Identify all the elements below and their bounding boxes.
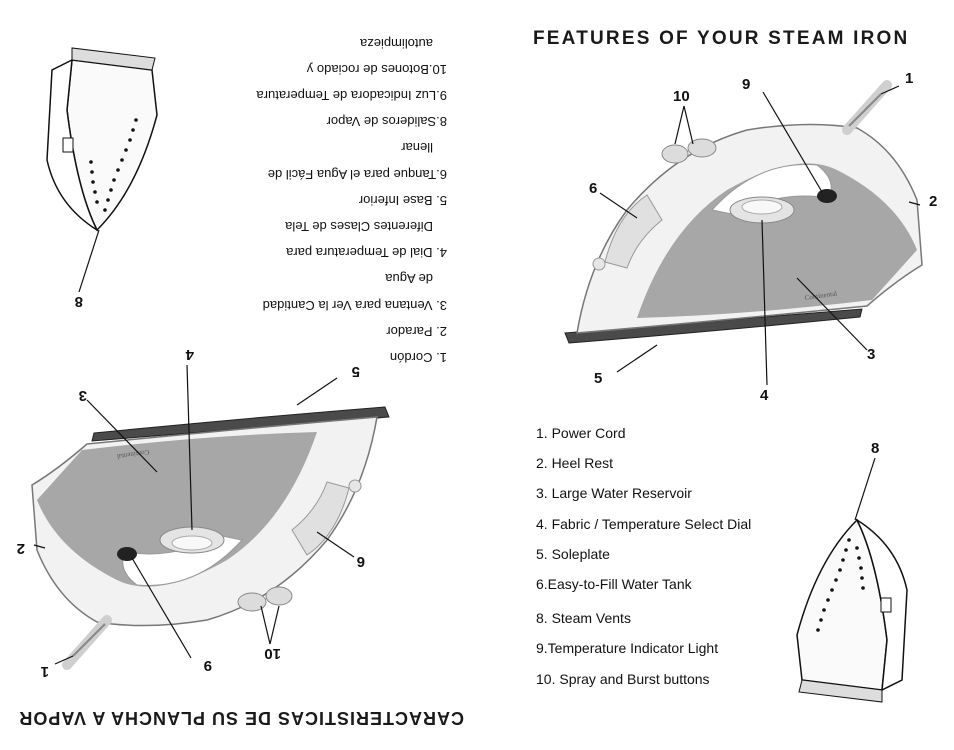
callout-9-es: 9 bbox=[203, 657, 212, 674]
feature-item-es: 4. Dial de Temperatura para bbox=[286, 245, 447, 261]
feature-item: 10. Spray and Burst buttons bbox=[536, 670, 710, 687]
callout-8-es: 8 bbox=[74, 293, 83, 310]
feature-item-es: 10.Botones de rociado y bbox=[306, 61, 447, 77]
feature-item-es: 2. Parador bbox=[386, 323, 447, 339]
feature-item-es: llenar bbox=[401, 140, 433, 156]
callout-1-es: 1 bbox=[40, 663, 49, 680]
feature-item: 8. Steam Vents bbox=[536, 610, 631, 627]
steam-iron-illustration: Continental bbox=[564, 80, 923, 703]
feature-item: 3. Large Water Reservoir bbox=[536, 485, 692, 502]
callout-4: 4 bbox=[760, 387, 769, 404]
callout-6: 6 bbox=[589, 180, 598, 197]
callout-2-es: 2 bbox=[16, 540, 25, 557]
feature-item: 4. Fabric / Temperature Select Dial bbox=[536, 515, 752, 532]
callout-6-es: 6 bbox=[356, 553, 365, 570]
callout-5: 5 bbox=[594, 370, 603, 387]
feature-item-es: de Agua bbox=[385, 271, 433, 287]
feature-item-es: 9.Luz Indicadora de Temperatura bbox=[256, 87, 447, 103]
callout-2: 2 bbox=[929, 193, 938, 210]
steam-iron-illustration-es: Continental bbox=[31, 47, 390, 670]
callout-10-es: 10 bbox=[264, 645, 281, 662]
callout-8: 8 bbox=[871, 440, 880, 457]
callout-9: 9 bbox=[742, 76, 751, 93]
english-title: FEATURES OF YOUR STEAM IRON bbox=[533, 28, 910, 49]
feature-item: 1. Power Cord bbox=[536, 425, 626, 441]
english-feature-list: 1. Power Cord 2. Heel Rest 3. Large Wate… bbox=[536, 418, 751, 694]
water-reservoir-shape bbox=[637, 163, 917, 318]
feature-item-es: autolimpieza bbox=[360, 35, 433, 51]
callout-10: 10 bbox=[673, 88, 690, 105]
callout-1: 1 bbox=[905, 70, 914, 87]
feature-item: 6.Easy-to-Fill Water Tank bbox=[536, 576, 692, 593]
spanish-page: CARACTERISTICAS DE SU PLANCHA A VAPOR Co… bbox=[16, 29, 464, 728]
callout-3: 3 bbox=[867, 346, 876, 363]
feature-item-es: 1. Cordón bbox=[389, 350, 447, 365]
indicator-light-shape bbox=[817, 189, 837, 203]
feature-item: 5. Soleplate bbox=[536, 545, 610, 562]
english-page: FEATURES OF YOUR STEAM IRON Continental bbox=[477, 0, 954, 750]
feature-item: 2. Heel Rest bbox=[536, 455, 614, 472]
feature-item-es: 6.Tanque para el Agua Fácil de bbox=[267, 166, 447, 182]
feature-item-es: 3. Ventana para Ver la Cantidad bbox=[262, 297, 447, 313]
feature-item-es: 8.Salideros de Vapor bbox=[326, 114, 447, 130]
feature-item-es: Diferentes Clases de Tela bbox=[285, 218, 433, 234]
callout-3-es: 3 bbox=[78, 387, 87, 404]
feature-item: 9.Temperature Indicator Light bbox=[536, 640, 719, 657]
callout-4-es: 4 bbox=[185, 346, 194, 363]
steam-vents-illustration bbox=[796, 457, 908, 703]
water-tank-shape bbox=[604, 194, 663, 269]
spanish-feature-list: 1. Cordón 2. Parador 3. Ventana para Ver… bbox=[256, 29, 447, 370]
feature-item-es: 5. Base Inferior bbox=[358, 192, 447, 208]
